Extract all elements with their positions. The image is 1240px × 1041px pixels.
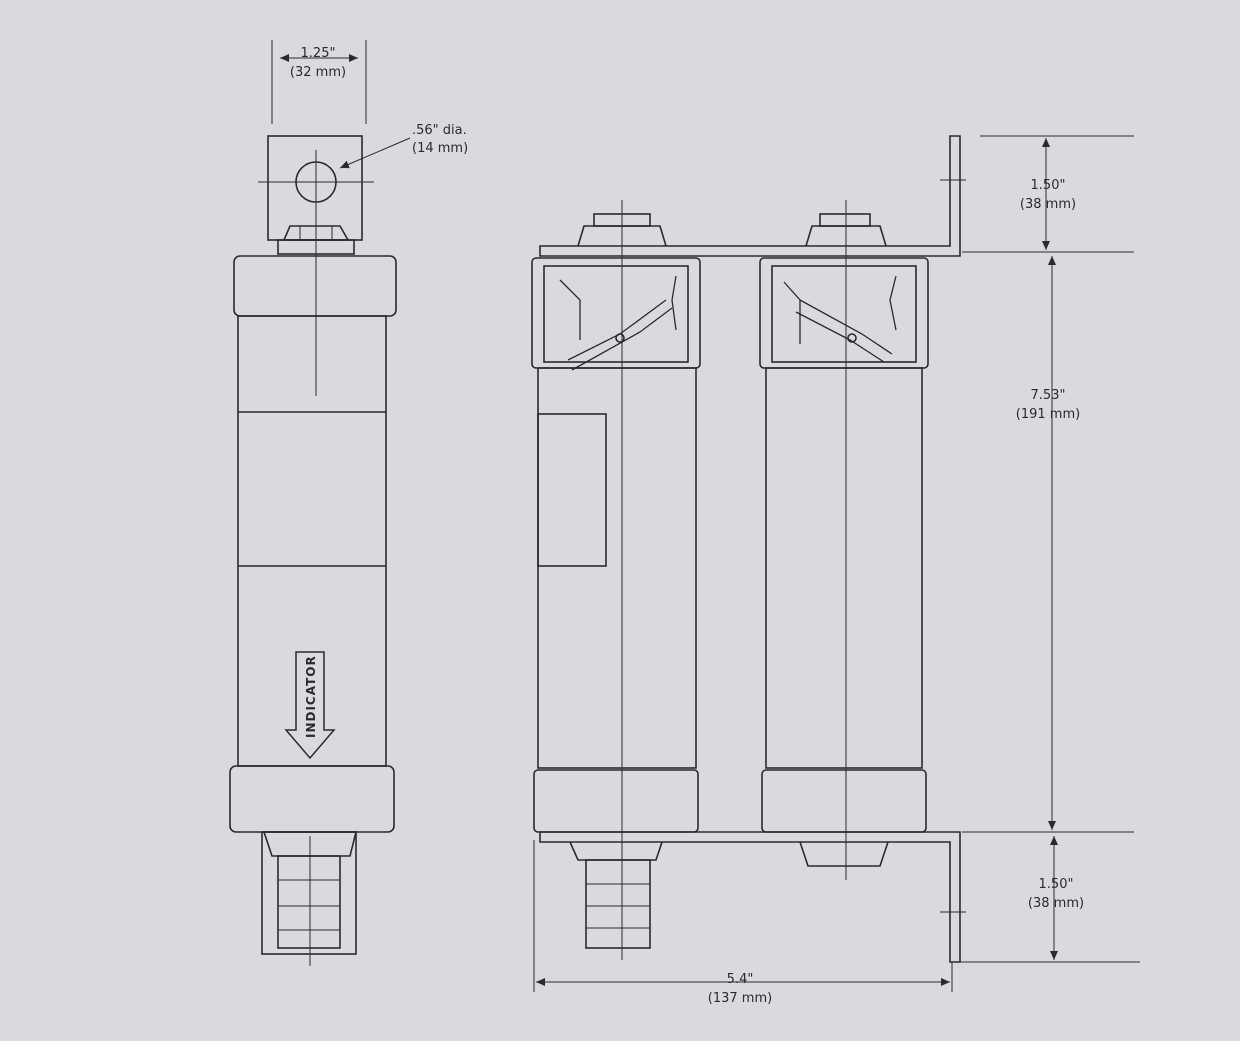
dim-overall-width-metric: (137 mm) [708, 991, 772, 1006]
dim-overall-width-imperial: 5.4" [727, 972, 754, 987]
dimension-labels: 1.25" (32 mm) .56" dia. (14 mm) 1.50" (3… [290, 46, 1084, 1006]
dim-bracket-bottom-imperial: 1.50" [1039, 877, 1074, 892]
dim-width-top-imperial: 1.25" [301, 46, 336, 61]
top-end-cap [233, 255, 397, 317]
dim-vertical-lines [952, 135, 1140, 963]
dim-width-top [271, 40, 367, 124]
dim-hole-metric: (14 mm) [412, 141, 468, 156]
fuse-left [531, 200, 701, 960]
dim-width-top-metric: (32 mm) [290, 65, 346, 80]
bottom-end-cap [229, 765, 395, 833]
dim-bracket-top-imperial: 1.50" [1031, 178, 1066, 193]
dim-bracket-top-metric: (38 mm) [1020, 197, 1076, 212]
top-bus-bracket [539, 135, 961, 257]
hole-leader [339, 137, 411, 169]
dual-fuse-assembly-view [531, 135, 966, 963]
indicator-label: INDICATOR [304, 655, 318, 738]
dim-hole-imperial: .56" dia. [412, 123, 467, 138]
dim-bracket-bottom-metric: (38 mm) [1028, 896, 1084, 911]
dim-body-length-metric: (191 mm) [1016, 407, 1080, 422]
fuse-right [759, 200, 929, 880]
single-fuse-side-view [229, 135, 397, 966]
dim-overall-width [533, 840, 953, 992]
top-terminal-tab [267, 135, 363, 241]
bottom-stud [277, 855, 341, 949]
bottom-terminal-frame [261, 831, 357, 955]
bottom-bus-bracket [539, 831, 961, 963]
indicator-arrow [284, 651, 336, 760]
dim-body-length-imperial: 7.53" [1031, 388, 1066, 403]
